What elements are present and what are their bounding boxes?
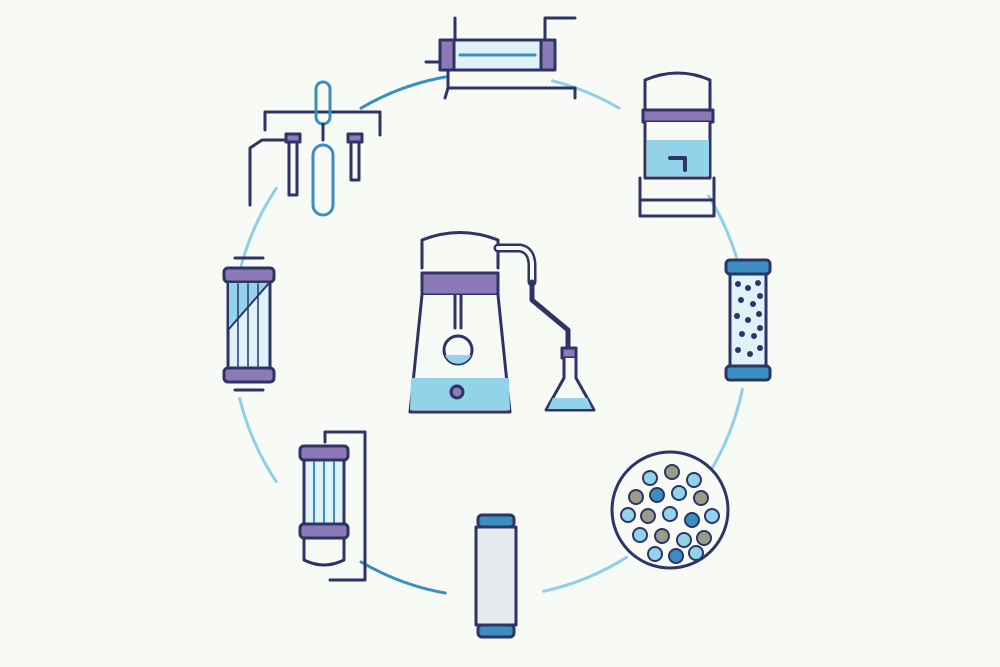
reverse-osmosis-membrane-icon: [298, 430, 367, 582]
under-sink-filter-system-icon: [248, 80, 382, 217]
water-distiller-icon: [408, 231, 596, 414]
ring-segment: [707, 387, 744, 476]
cycle-ring: [238, 75, 744, 595]
ring-segment: [238, 396, 278, 484]
ion-exchange-resin-icon: [610, 450, 730, 570]
ring-segment: [359, 75, 447, 110]
gravity-water-dispenser-icon: [638, 71, 716, 218]
pleated-filter-cartridge-icon: [222, 256, 276, 392]
activated-carbon-cartridge-icon: [724, 258, 772, 382]
ring-segment: [542, 555, 629, 593]
ring-segment: [550, 79, 621, 110]
ring-segment: [238, 186, 278, 274]
ring-segment: [359, 560, 447, 595]
sediment-filter-cartridge-icon: [474, 513, 518, 639]
uv-sterilizer-icon: [424, 16, 577, 100]
